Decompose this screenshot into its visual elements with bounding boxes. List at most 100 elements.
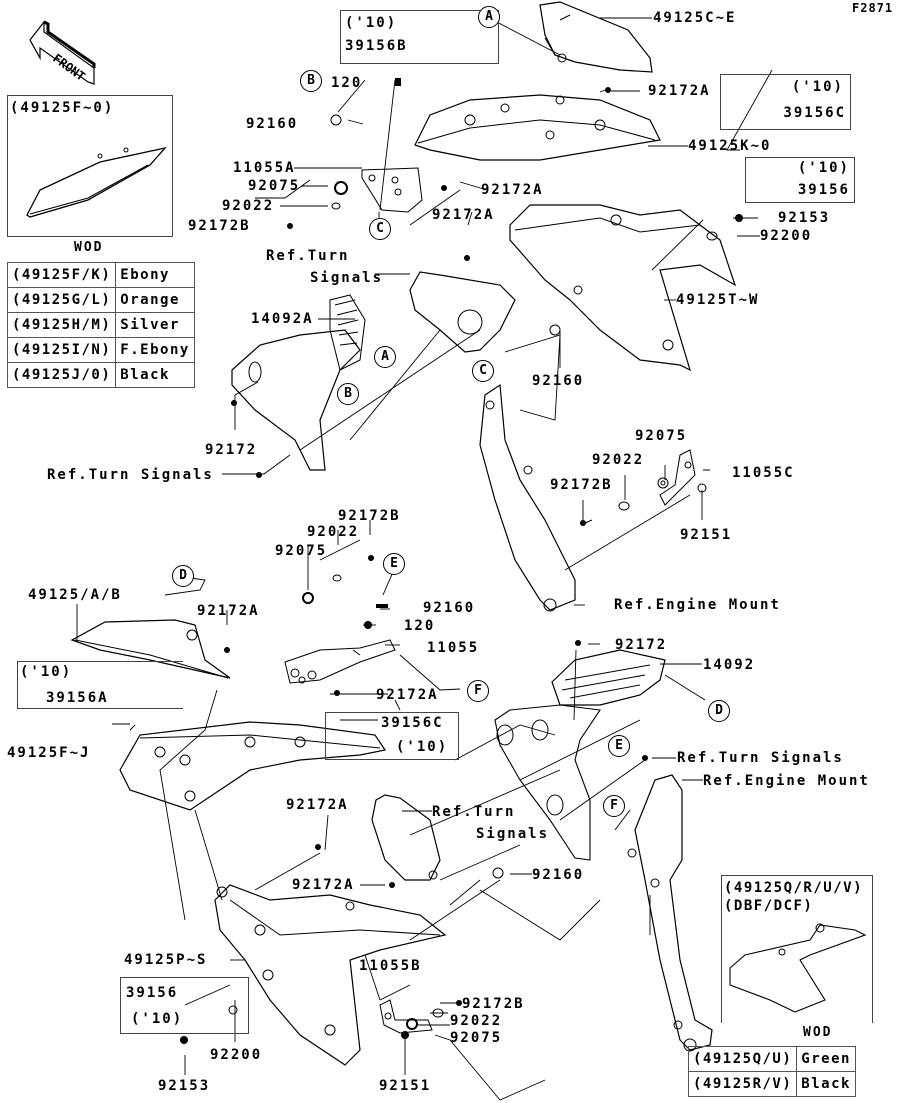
ref-label-turn-signals[interactable]: Signals bbox=[476, 826, 550, 842]
part-turn-signal-lower bbox=[371, 794, 441, 881]
part-label-92153[interactable]: 92153 bbox=[778, 210, 831, 226]
part-label-92200[interactable]: 92200 bbox=[760, 228, 813, 244]
part-49125K-0 bbox=[414, 94, 661, 161]
part-label-14092A[interactable]: 14092A bbox=[251, 311, 314, 327]
year-label: ('10) bbox=[396, 739, 449, 755]
part-label-11055[interactable]: 11055 bbox=[427, 640, 480, 656]
part-label-92172B[interactable]: 92172B bbox=[462, 996, 525, 1012]
year-label: ('10) bbox=[131, 1011, 184, 1027]
year-box-39156A: ('10) 39156A bbox=[17, 661, 183, 709]
part-cell: (49125I/N) bbox=[6, 337, 117, 363]
ref-label-turn-signals[interactable]: Ref.Turn bbox=[432, 804, 516, 820]
part-label-92172B[interactable]: 92172B bbox=[338, 508, 401, 524]
color-table-2: (49125Q/U)Green (49125R/V)Black bbox=[687, 1046, 856, 1097]
part-label-92172A[interactable]: 92172A bbox=[481, 182, 544, 198]
part-label-49125-A-B[interactable]: 49125/A/B bbox=[28, 587, 122, 603]
part-label-92160[interactable]: 92160 bbox=[532, 373, 585, 389]
part-label-49125P-S[interactable]: 49125P~S bbox=[124, 952, 208, 968]
part-label-14092[interactable]: 14092 bbox=[703, 657, 756, 673]
part-label-92172A[interactable]: 92172A bbox=[292, 877, 355, 893]
table-row: (49125F/K)Ebony bbox=[6, 262, 195, 288]
color-cell: Ebony bbox=[115, 262, 195, 288]
part-label-92172[interactable]: 92172 bbox=[615, 637, 668, 653]
part-label-11055A[interactable]: 11055A bbox=[233, 160, 296, 176]
part-label-11055C[interactable]: 11055C bbox=[732, 465, 795, 481]
part-49125T-W bbox=[509, 204, 737, 372]
table-row: (49125G/L)Orange bbox=[6, 287, 195, 313]
part-label-92022[interactable]: 92022 bbox=[307, 524, 360, 540]
part-label-92153[interactable]: 92153 bbox=[158, 1078, 211, 1094]
inset-title: (49125Q/R/U/V) bbox=[724, 880, 864, 896]
part-11055B bbox=[379, 999, 433, 1034]
part-label-120[interactable]: 120 bbox=[331, 75, 363, 91]
part-label-92151[interactable]: 92151 bbox=[379, 1078, 432, 1094]
table-row: (49125R/V)Black bbox=[687, 1071, 856, 1097]
part-label-92160[interactable]: 92160 bbox=[246, 116, 299, 132]
part-left-cowl-upper bbox=[231, 294, 366, 471]
front-arrow-icon: FRONT bbox=[29, 20, 96, 85]
part-label-92022[interactable]: 92022 bbox=[222, 198, 275, 214]
part-49125-A-B bbox=[70, 619, 231, 679]
ref-label-turn-signals[interactable]: Ref.Turn Signals bbox=[47, 467, 214, 483]
inset-title: (49125F~0) bbox=[10, 100, 115, 116]
part-label-92172B[interactable]: 92172B bbox=[550, 477, 613, 493]
part-label-92172A[interactable]: 92172A bbox=[376, 687, 439, 703]
part-label-92200[interactable]: 92200 bbox=[210, 1047, 263, 1063]
part-49125C-E bbox=[539, 1, 653, 73]
part-label-92172[interactable]: 92172 bbox=[205, 442, 258, 458]
part-label-49125F-J[interactable]: 49125F~J bbox=[7, 745, 91, 761]
part-number-39156A[interactable]: 39156A bbox=[46, 690, 109, 706]
part-number-39156[interactable]: 39156 bbox=[797, 182, 850, 198]
part-label-92075[interactable]: 92075 bbox=[635, 428, 688, 444]
part-49125F-J bbox=[119, 721, 386, 811]
part-label-92160[interactable]: 92160 bbox=[532, 867, 585, 883]
ref-label-turn-signals[interactable]: Ref.Turn bbox=[266, 248, 350, 264]
year-label: ('10) bbox=[797, 160, 850, 176]
part-label-92022[interactable]: 92022 bbox=[450, 1013, 503, 1029]
part-label-92075[interactable]: 92075 bbox=[450, 1030, 503, 1046]
part-number-39156C[interactable]: 39156C bbox=[783, 105, 846, 121]
color-cell: Green bbox=[796, 1046, 856, 1072]
part-cell: (49125H/M) bbox=[6, 312, 117, 338]
part-label-92075[interactable]: 92075 bbox=[275, 543, 328, 559]
ref-label-turn-signals[interactable]: Ref.Turn Signals bbox=[677, 750, 844, 766]
part-frame-bracket-upper bbox=[479, 383, 576, 612]
inset-subtitle: (DBF/DCF) bbox=[724, 898, 814, 914]
year-box-39156C-mid: 39156C ('10) bbox=[325, 712, 459, 760]
ref-label-turn-signals[interactable]: Signals bbox=[310, 270, 384, 286]
part-number-39156C[interactable]: 39156C bbox=[381, 715, 444, 731]
ref-label-engine-mount[interactable]: Ref.Engine Mount bbox=[614, 597, 781, 613]
callout-a-mid: A bbox=[374, 346, 396, 368]
color-cell: Silver bbox=[115, 312, 195, 338]
year-label: ('10) bbox=[791, 79, 844, 95]
part-label-120[interactable]: 120 bbox=[404, 618, 436, 634]
callout-f-mid: F bbox=[467, 680, 489, 702]
part-label-49125T-W[interactable]: 49125T~W bbox=[676, 292, 760, 308]
part-label-92151[interactable]: 92151 bbox=[680, 527, 733, 543]
part-cell: (49125G/L) bbox=[6, 287, 117, 313]
year-box-39156-bot: 39156 ('10) bbox=[120, 977, 249, 1034]
year-box-39156C-top: ('10) 39156C bbox=[720, 74, 851, 130]
ref-label-engine-mount[interactable]: Ref.Engine Mount bbox=[703, 773, 870, 789]
part-label-92022[interactable]: 92022 bbox=[592, 452, 645, 468]
part-label-92172A[interactable]: 92172A bbox=[197, 603, 260, 619]
callout-c-top: C bbox=[369, 218, 391, 240]
inset-49125F-0-illustration bbox=[26, 146, 167, 218]
part-label-92172A[interactable]: 92172A bbox=[432, 207, 495, 223]
part-label-11055B[interactable]: 11055B bbox=[359, 958, 422, 974]
part-label-49125K-0[interactable]: 49125K~0 bbox=[688, 138, 772, 154]
callout-d-right: D bbox=[708, 700, 730, 722]
part-label-92172B[interactable]: 92172B bbox=[188, 218, 251, 234]
part-label-92172A[interactable]: 92172A bbox=[648, 83, 711, 99]
part-label-92160[interactable]: 92160 bbox=[423, 600, 476, 616]
fasteners bbox=[180, 78, 743, 1044]
part-number-39156B[interactable]: 39156B bbox=[345, 38, 408, 54]
part-number-39156[interactable]: 39156 bbox=[126, 985, 179, 1001]
part-cell: (49125J/0) bbox=[6, 362, 117, 388]
part-label-49125C-E[interactable]: 49125C~E bbox=[653, 10, 737, 26]
part-11055C bbox=[659, 449, 696, 506]
part-label-92075[interactable]: 92075 bbox=[248, 178, 301, 194]
inset-49125Q-V-illustration bbox=[729, 923, 867, 1013]
color-table-1: (49125F/K)Ebony (49125G/L)Orange (49125H… bbox=[6, 262, 195, 388]
part-label-92172A[interactable]: 92172A bbox=[286, 797, 349, 813]
